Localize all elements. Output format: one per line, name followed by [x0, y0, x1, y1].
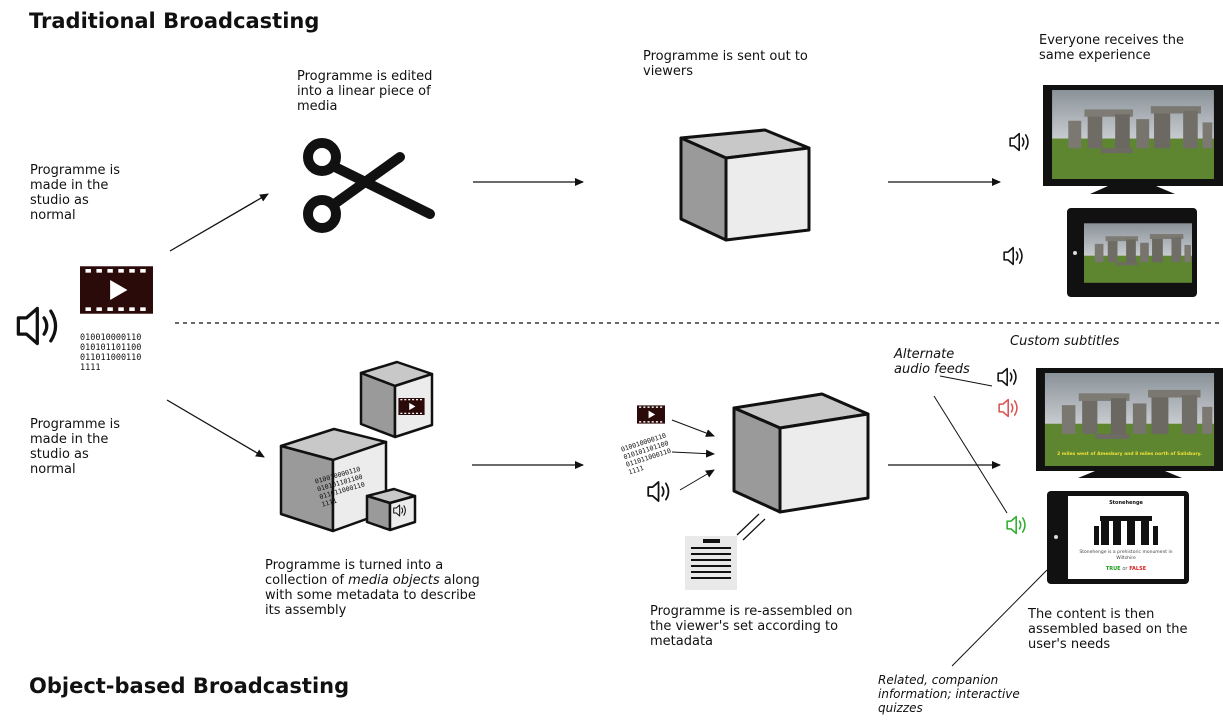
- tablet-icon-top: [1067, 208, 1197, 297]
- speaker-icon-feed-3: [1006, 515, 1026, 535]
- arrow-binary-into-cube: [671, 449, 715, 458]
- caption-content-assembled: The content is then assembled based on t…: [1028, 607, 1188, 652]
- arrow-source-to-edit: [169, 193, 269, 252]
- arrow-source-to-objects: [166, 399, 265, 458]
- quiz-false-button[interactable]: FALSE: [1129, 566, 1147, 572]
- quiz-title: Stonehenge: [1109, 500, 1143, 506]
- film-icon-input: [637, 405, 665, 424]
- caption-edited: Programme is edited into a linear piece …: [297, 69, 433, 114]
- cube-icon-top: [679, 128, 811, 242]
- tv-icon-top: [1043, 85, 1223, 194]
- speaker-icon-input: [647, 481, 670, 502]
- caption-made-bottom: Programme is made in the studio as norma…: [30, 417, 121, 477]
- speaker-icon: [16, 306, 58, 346]
- caption-same-experience: Everyone receives the same experience: [1039, 33, 1185, 63]
- stonehenge-silhouette: [1094, 516, 1158, 545]
- link-doc-cube-1: [736, 513, 760, 536]
- binary-data-source: 010010000110 010101101100 011011000110 1…: [80, 333, 142, 373]
- document-icon: [685, 536, 737, 590]
- link-doc-cube-2: [742, 518, 766, 541]
- speaker-icon-tablet-top: [1003, 246, 1023, 266]
- speaker-icon-tv-top: [1009, 132, 1029, 152]
- callout-audio-line-1: [939, 375, 993, 387]
- film-icon-object: [398, 398, 425, 415]
- quiz-true-button[interactable]: TRUE: [1105, 566, 1121, 572]
- arrow-audio-into-cube: [679, 469, 715, 491]
- callout-related-line: [951, 569, 1048, 667]
- caption-alternate-audio: Alternate audio feeds: [894, 347, 970, 377]
- tv-icon-bottom: [1036, 368, 1223, 478]
- caption-custom-subtitles: Custom subtitles: [1010, 334, 1120, 349]
- tablet-icon-bottom: [1047, 491, 1189, 584]
- quiz-answers: TRUE or FALSE: [1105, 566, 1147, 572]
- film-icon: [80, 266, 153, 314]
- arrow-film-into-cube: [671, 419, 715, 437]
- cube-icon-audio-object: [365, 487, 417, 532]
- caption-reassembled: Programme is re-assembled on the viewer'…: [650, 604, 853, 649]
- caption-turned-into: Programme is turned into a collection of…: [265, 558, 480, 618]
- speaker-icon-feed-2: [998, 398, 1018, 418]
- heading-traditional: Traditional Broadcasting: [29, 9, 320, 33]
- scissors-icon: [303, 138, 435, 233]
- quiz-body: Stonehenge is a prehistoric monument in …: [1079, 550, 1173, 561]
- speaker-icon-feed-1: [997, 367, 1017, 387]
- heading-object-based: Object-based Broadcasting: [29, 674, 350, 698]
- caption-related-info: Related, companion information; interact…: [878, 673, 1020, 715]
- cube-icon-assembly: [732, 392, 870, 514]
- tv-subtitle: 2 miles west of Amesbury and 8 miles nor…: [1057, 452, 1202, 457]
- caption-made-top: Programme is made in the studio as norma…: [30, 163, 121, 223]
- caption-sent-out: Programme is sent out to viewers: [643, 49, 808, 79]
- callout-audio-line-2: [933, 395, 1008, 514]
